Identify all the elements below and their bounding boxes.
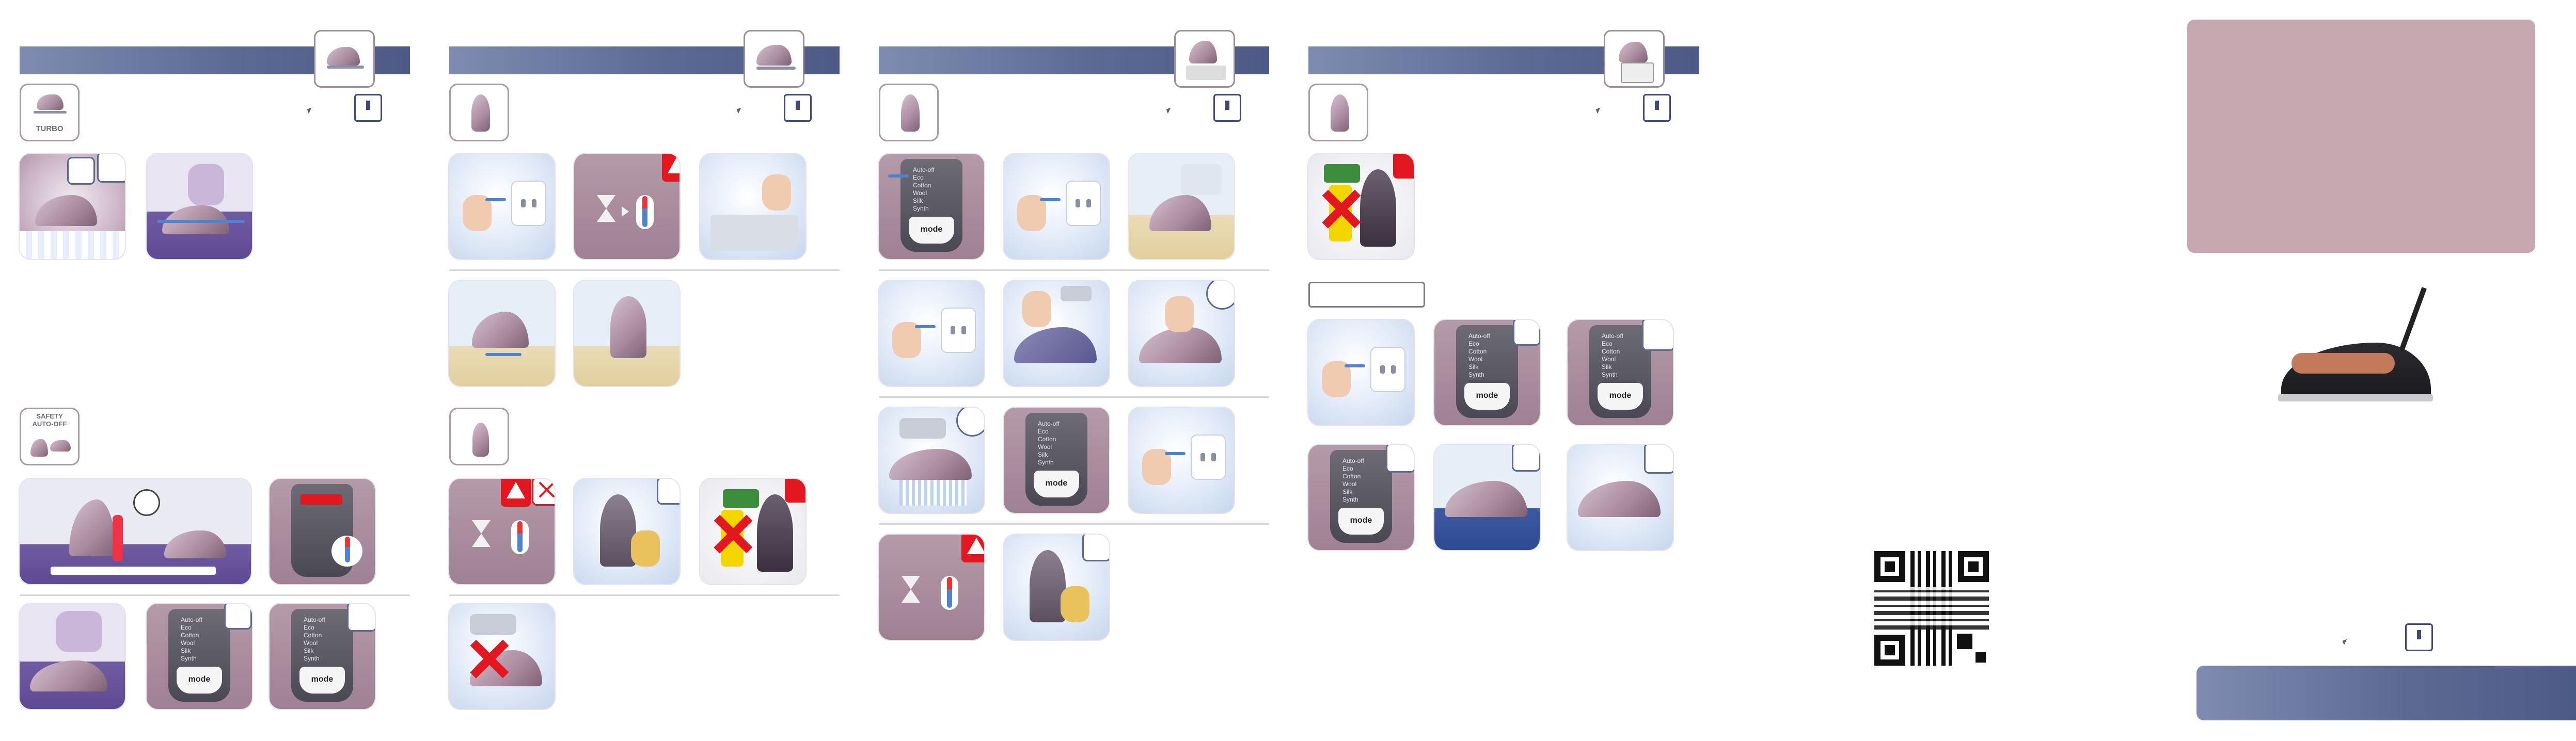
turbo-label: TURBO [36, 124, 64, 133]
iron-clean-icon [449, 408, 509, 465]
turbo-button-icon [67, 157, 95, 185]
step-store-iron [574, 281, 679, 386]
mode-button[interactable]: mode [1598, 383, 1643, 410]
panel-settings-list: Auto-off Eco Cotton Wool Silk Synth [913, 166, 935, 212]
download-icon[interactable] [784, 94, 812, 122]
download-icon[interactable] [1643, 94, 1671, 122]
iron-settings-icon [1308, 84, 1368, 141]
blank-box [1642, 320, 1673, 351]
iron-turbo-icon: TURBO [20, 84, 80, 141]
step-unplug-3 [879, 281, 984, 386]
panel-settings-list: Auto-off Eco Cotton Wool Silk Synth [1602, 332, 1623, 378]
cursor-icon [1166, 107, 1173, 114]
step-vertical-ironing [20, 604, 125, 709]
step-wipe-soleplate-2 [1004, 535, 1109, 640]
step-anti-calc [879, 408, 984, 513]
step-cool-down [574, 154, 679, 259]
divider [449, 594, 840, 596]
step-cool-down-3 [879, 535, 984, 640]
warning-icon [785, 479, 805, 503]
mode-button[interactable]: mode [1464, 383, 1510, 410]
sponge-icon [1082, 535, 1109, 561]
step-clean-valve [1129, 281, 1234, 386]
control-panel-6: Auto-off Eco Cotton Wool Silk Synth mode [1568, 320, 1673, 425]
iron-steam-icon [314, 30, 375, 88]
control-panel-3: Auto-off Eco Cotton Wool Silk Synth mode [879, 154, 984, 259]
control-panel-1: Auto-off Eco Cotton Wool Silk Synth mode [147, 604, 252, 709]
blank-box [97, 154, 125, 183]
step-no-chemicals-2: × [1308, 154, 1414, 259]
divider [879, 396, 1269, 398]
download-icon[interactable] [2405, 623, 2433, 651]
cursor-icon [1595, 107, 1602, 114]
product-iron-image [2271, 276, 2449, 430]
steam-on-icon [1512, 445, 1540, 472]
blank-box [1386, 445, 1414, 473]
mode-button[interactable]: mode [299, 667, 345, 694]
cursor-icon [2342, 639, 2349, 646]
panel-settings-list: Auto-off Eco Cotton Wool Silk Synth [181, 616, 202, 662]
step-vertical-steam-off [1568, 445, 1673, 550]
step-fill-water [1129, 154, 1234, 259]
steam-off-icon [1644, 445, 1673, 474]
divider [879, 523, 1269, 525]
control-panel-2: Auto-off Eco Cotton Wool Silk Synth mode [270, 604, 375, 709]
step-turbo-steam [20, 154, 125, 259]
control-panel-5: Auto-off Eco Cotton Wool Silk Synth mode [1434, 320, 1540, 425]
warning-icon [662, 154, 679, 182]
mode-button[interactable]: mode [909, 217, 954, 244]
blank-box [347, 604, 375, 632]
control-panel-7: Auto-off Eco Cotton Wool Silk Synth mode [1308, 445, 1414, 550]
footer-band [2196, 666, 2576, 720]
mode-button[interactable]: mode [1338, 508, 1384, 535]
warning-icon [961, 535, 984, 562]
blank-label-box [1308, 282, 1425, 308]
cursor-icon [307, 107, 313, 114]
divider [449, 269, 840, 271]
step-unplug-5 [1308, 320, 1414, 425]
warning-icon [1393, 154, 1414, 179]
step-no-chemicals: × [700, 479, 805, 584]
step-no-tap: × [449, 604, 555, 709]
iron-vertical-icon [449, 84, 509, 141]
iron-shirt-icon [1604, 30, 1665, 88]
iron-water-icon [1174, 30, 1235, 88]
panel-settings-list: Auto-off Eco Cotton Wool Silk Synth [1038, 420, 1060, 466]
safety-label: SAFETY AUTO-OFF [32, 412, 67, 428]
panel-settings-list: Auto-off Eco Cotton Wool Silk Synth [1342, 457, 1364, 503]
step-unplug-4 [1129, 408, 1234, 513]
step-ironing [147, 154, 252, 259]
step-vertical-steam-on [1434, 445, 1540, 550]
step-rinse-tank [1004, 281, 1109, 386]
divider [879, 269, 1269, 271]
iron-vertical-icon [744, 30, 804, 88]
step-cool-down-2 [449, 479, 555, 584]
mode-button[interactable]: mode [1034, 471, 1079, 497]
divider [20, 594, 410, 596]
cursor-icon [736, 107, 743, 114]
step-wipe-soleplate [574, 479, 679, 584]
panel-settings-list: Auto-off Eco Cotton Wool Silk Synth [304, 616, 325, 662]
download-icon[interactable] [1213, 94, 1241, 122]
step-panel-light [270, 479, 375, 584]
step-auto-off [20, 479, 251, 584]
control-panel-4: Auto-off Eco Cotton Wool Silk Synth mode [1004, 408, 1109, 513]
iron-safety-icon: SAFETY AUTO-OFF [20, 408, 80, 465]
warning-icon [501, 479, 531, 507]
qr-code-icon[interactable] [1874, 551, 1989, 666]
sponge-icon [657, 479, 679, 505]
panel-settings-list: Auto-off Eco Cotton Wool Silk Synth [1468, 332, 1490, 378]
download-icon[interactable] [354, 94, 382, 122]
mode-button[interactable]: mode [177, 667, 222, 694]
step-unplug [449, 154, 555, 259]
steam-icon [1513, 320, 1540, 346]
step-unplug-2 [1004, 154, 1109, 259]
step-rinse [700, 154, 805, 259]
step-shake-iron [449, 281, 555, 386]
iron-water-icon [879, 84, 939, 141]
cover-color-block [2187, 20, 2535, 253]
cross-icon [532, 479, 555, 506]
steam-icon [224, 604, 252, 630]
